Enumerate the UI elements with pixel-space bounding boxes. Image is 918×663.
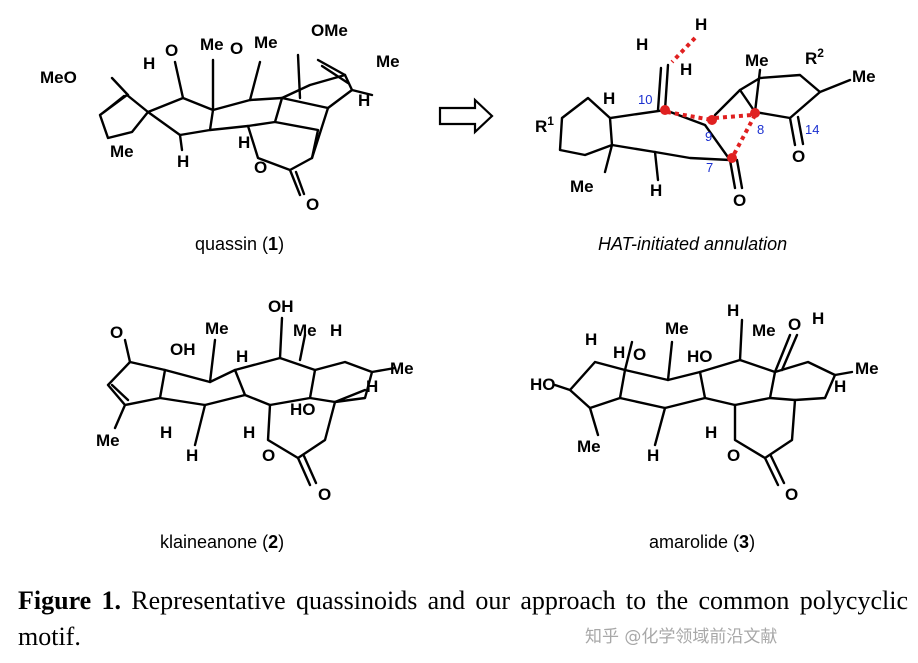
atom-label: R1 [535,114,554,136]
figure-graphic: MeO H O Me O Me OMe Me H Me H H O O quas… [40,15,879,552]
atom-label: Me [665,319,689,338]
atom-label: OH [268,297,294,316]
atom-label: H [236,347,248,366]
compound-label-amarolide: amarolide (3) [649,532,755,552]
atom-label: H [680,60,692,79]
amarolide-structure [553,318,854,487]
atom-label: H [650,181,662,200]
atom-label: HO [687,347,713,366]
atom-label: Me [110,142,134,161]
atom-label: HO [290,400,316,419]
atom-label: H [243,423,255,442]
atom-label: H [812,309,824,328]
atom-number: 9 [705,129,712,144]
retrosynthesis-arrow [438,97,494,135]
atom-label: O [165,41,178,60]
atom-label: Me [745,51,769,70]
atom-label: H [330,321,342,340]
atom-label: R2 [805,46,824,68]
atom-label: H [238,133,250,152]
atom-number: 7 [706,160,713,175]
atom-label: Me [376,52,400,71]
atom-label: H [727,301,739,320]
atom-label: O [727,446,740,465]
atom-label: H [705,423,717,442]
compound-label-klaineanone: klaineanone (2) [160,532,284,552]
atom-label: O [254,158,267,177]
atom-label: H [636,35,648,54]
atom-label: Me [254,33,278,52]
figure-label: Figure 1. [18,586,121,615]
atom-label: O [306,195,319,214]
atom-label: H [613,343,625,362]
atom-label: O [733,191,746,210]
atom-label: H [695,15,707,34]
klaineanone-structure [106,316,397,487]
atom-label: Me [390,359,414,378]
atom-label: H [358,91,370,110]
atom-label: Me [205,319,229,338]
atom-label: H [603,89,615,108]
atom-label: O [230,39,243,58]
hat-caption: HAT-initiated annulation [598,234,787,254]
atom-label: H [143,54,155,73]
quassin-structure [98,53,374,197]
atom-label: Me [293,321,317,340]
atom-label: O [792,147,805,166]
compound-label-quassin: quassin (1) [195,234,284,254]
atom-label: H [160,423,172,442]
atom-number: 10 [638,92,652,107]
atom-label: H [366,377,378,396]
atom-label: O [785,485,798,504]
atom-label: Me [852,67,876,86]
atom-label: O [110,323,123,342]
atom-label: H [834,377,846,396]
figure-caption: Figure 1. Representative quassinoids and… [18,583,908,655]
atom-label: O [788,315,801,334]
atom-number: 8 [757,122,764,137]
atom-label: Me [855,359,879,378]
atom-label: Me [200,35,224,54]
caption-text: Representative quassinoids and our appro… [18,586,908,651]
watermark: 知乎 @化学领域前沿文献 [585,627,778,647]
atom-number: 14 [805,122,819,137]
atom-label: O [318,485,331,504]
atom-label: H [585,330,597,349]
atom-label: O [633,345,646,364]
atom-label: H [177,152,189,171]
atom-label: Me [577,437,601,456]
atom-label: OH [170,340,196,359]
atom-label: H [647,446,659,465]
atom-label: H [186,446,198,465]
atom-label: MeO [40,68,77,87]
atom-label: Me [570,177,594,196]
atom-label: O [262,446,275,465]
hat-structure [558,36,852,190]
atom-label: HO [530,375,556,394]
atom-label: OMe [311,21,348,40]
atom-label: Me [96,431,120,450]
atom-label: Me [752,321,776,340]
